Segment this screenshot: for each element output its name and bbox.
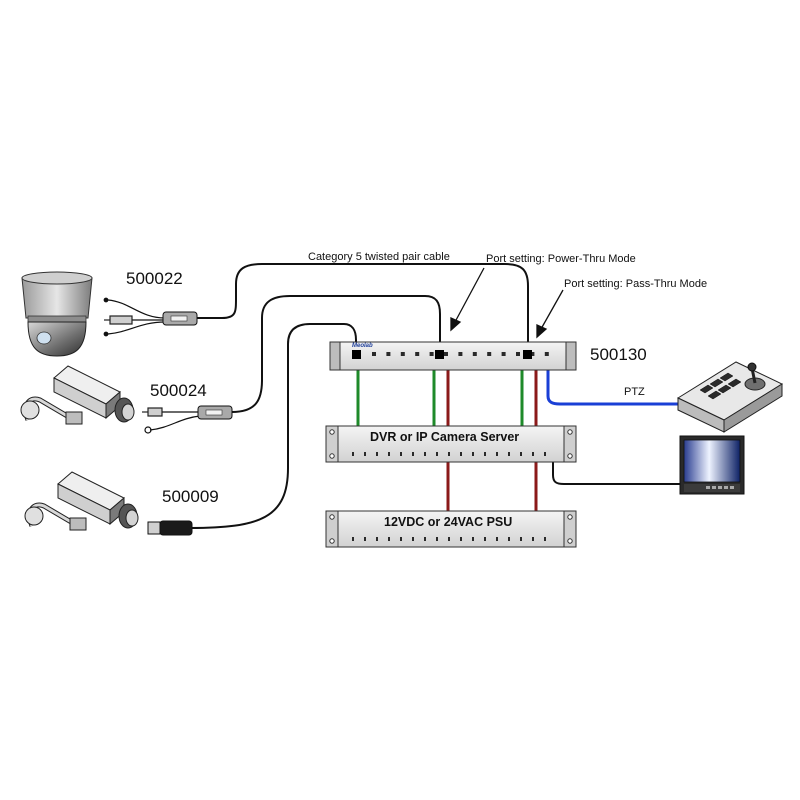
hub-500130 xyxy=(329,341,577,371)
hub-model-label: 500130 xyxy=(590,345,647,364)
psu-indicator xyxy=(436,537,438,541)
psu-indicator xyxy=(388,537,390,541)
dvr-indicator xyxy=(436,452,438,456)
hub-brand-label: Meolab xyxy=(352,343,373,349)
hub-port xyxy=(458,352,463,356)
model-label-500024: 500024 xyxy=(150,381,207,400)
psu-label: 12VDC or 24VAC PSU xyxy=(384,515,513,529)
dvr-indicator xyxy=(400,452,402,456)
balun-500009 xyxy=(147,520,193,536)
dvr-rack xyxy=(325,425,577,463)
cable-500022 xyxy=(195,263,529,357)
hub-port xyxy=(487,352,492,356)
dvr-indicator xyxy=(484,452,486,456)
hub-port-power-thru-2 xyxy=(523,350,532,359)
hub-port xyxy=(501,352,506,356)
box-camera-500024 xyxy=(20,365,135,425)
psu-indicator xyxy=(400,537,402,541)
psu-indicator xyxy=(532,537,534,541)
video-monitor xyxy=(679,435,745,495)
psu-indicator xyxy=(424,537,426,541)
dvr-indicator xyxy=(364,452,366,456)
dvr-indicator xyxy=(520,452,522,456)
cable-type-label: Category 5 twisted pair cable xyxy=(308,251,450,263)
hub-port xyxy=(444,352,448,356)
psu-indicator xyxy=(376,537,378,541)
dome-camera-500022 xyxy=(21,271,93,357)
psu-indicator xyxy=(352,537,354,541)
hub-port xyxy=(516,352,520,356)
model-label-500009: 500009 xyxy=(162,487,219,506)
model-label-500022: 500022 xyxy=(126,269,183,288)
port-setting-arrows xyxy=(450,267,564,339)
dvr-indicator xyxy=(412,452,414,456)
cable-500009 xyxy=(189,323,357,529)
dvr-indicator xyxy=(388,452,390,456)
hub-port-pass-thru xyxy=(352,350,361,359)
psu-indicator xyxy=(496,537,498,541)
box-camera-500009 xyxy=(24,471,139,531)
psu-indicator xyxy=(448,537,450,541)
dvr-indicator xyxy=(376,452,378,456)
psu-indicator xyxy=(412,537,414,541)
hub-port-power-thru-1 xyxy=(435,350,444,359)
psu-rack xyxy=(325,510,577,548)
breakout-500024 xyxy=(142,407,201,434)
cable-500024 xyxy=(231,295,441,413)
psu-indicator xyxy=(472,537,474,541)
ptz-link xyxy=(546,370,684,406)
psu-indicator xyxy=(460,537,462,541)
psu-indicator xyxy=(364,537,366,541)
dvr-indicator xyxy=(448,452,450,456)
pass-thru-label: Port setting: Pass-Thru Mode xyxy=(564,278,708,290)
psu-indicator xyxy=(544,537,546,541)
psu-indicator xyxy=(520,537,522,541)
dvr-indicator xyxy=(508,452,510,456)
hub-port xyxy=(372,352,376,356)
hub-port xyxy=(386,352,391,356)
power-links xyxy=(446,370,538,512)
dvr-indicator xyxy=(496,452,498,456)
cat5-cables xyxy=(189,263,682,529)
dvr-indicator xyxy=(544,452,546,456)
hub-ports xyxy=(372,352,549,356)
ptz-label: PTZ xyxy=(624,386,645,398)
video-links xyxy=(356,370,524,427)
dvr-indicators xyxy=(352,452,546,456)
dvr-indicator xyxy=(460,452,462,456)
hub-port xyxy=(400,352,405,356)
dvr-indicator xyxy=(424,452,426,456)
dvr-indicator xyxy=(472,452,474,456)
hub-port xyxy=(472,352,477,356)
cable-monitor xyxy=(552,462,682,485)
hub-port xyxy=(544,352,549,356)
psu-indicator xyxy=(508,537,510,541)
breakout-500022 xyxy=(103,297,166,337)
dvr-indicator xyxy=(352,452,354,456)
power-thru-label: Port setting: Power-Thru Mode xyxy=(486,253,636,265)
psu-indicators xyxy=(352,537,546,541)
dvr-indicator xyxy=(532,452,534,456)
hub-port xyxy=(415,352,420,356)
ptz-controller xyxy=(676,361,784,433)
dvr-label: DVR or IP Camera Server xyxy=(370,430,520,444)
psu-indicator xyxy=(484,537,486,541)
hub-port xyxy=(429,352,434,356)
hub-port xyxy=(530,352,535,356)
